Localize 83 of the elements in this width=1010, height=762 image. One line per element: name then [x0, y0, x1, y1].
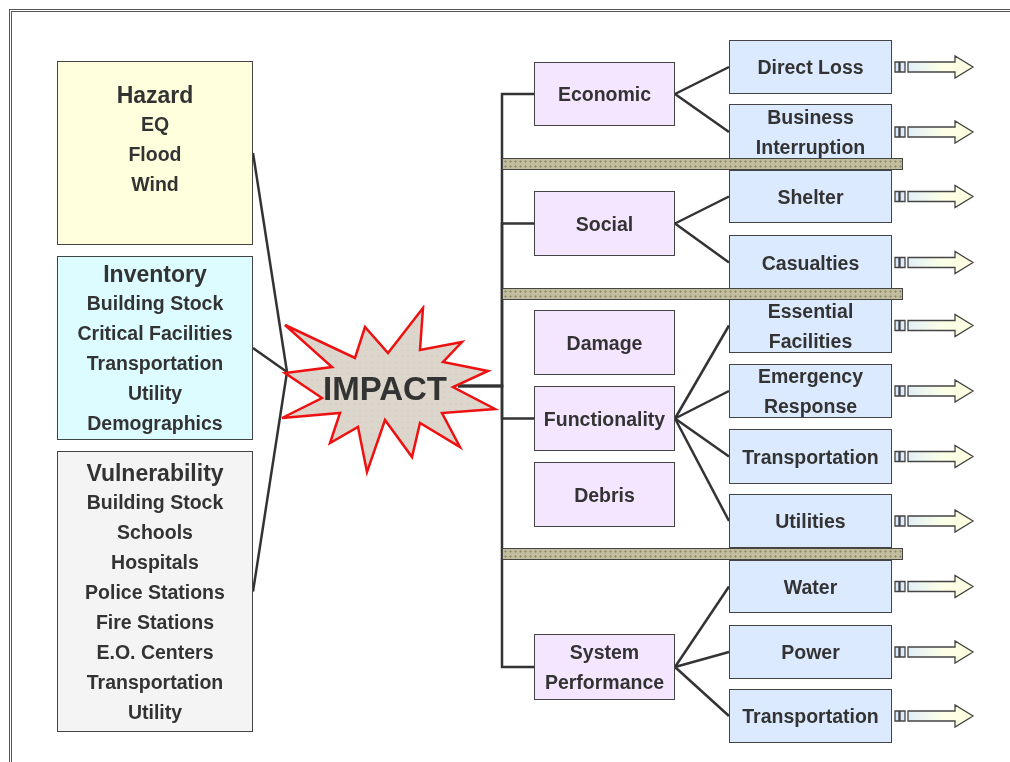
list-item: Fire Stations [95, 610, 215, 635]
box-label: Direct Loss [757, 55, 864, 80]
category-box [534, 462, 675, 527]
list-item: Building Stock [86, 291, 224, 316]
block-arrow [894, 184, 975, 209]
input-group-box [57, 61, 253, 245]
outcome-box [729, 235, 892, 290]
block-arrow [894, 54, 975, 80]
box-label: Transportation [742, 704, 879, 729]
group-heading: Hazard [116, 81, 194, 109]
block-arrow [894, 703, 975, 729]
connector-line [674, 389, 730, 420]
outcome-box [729, 429, 892, 484]
list-item: E.O. Centers [96, 640, 214, 665]
box-label: Functionality [543, 406, 666, 432]
block-arrow [894, 378, 975, 404]
box-label: Economic [557, 82, 652, 107]
outcome-box [729, 298, 892, 353]
connector-line [674, 195, 730, 225]
input-group-box [57, 256, 253, 440]
connector-line [674, 222, 730, 264]
box-label: System Performance [543, 640, 666, 695]
starburst-shape [280, 305, 500, 477]
box-label: Shelter [777, 184, 844, 210]
connector-line [673, 585, 731, 668]
block-arrow [894, 639, 975, 665]
list-item: Transportation [86, 670, 224, 695]
box-label: Business Interruption [754, 105, 867, 160]
block-arrow [894, 444, 975, 469]
outcome-box [729, 625, 892, 679]
outcome-box [729, 494, 892, 548]
impact-label: IMPACT [322, 369, 447, 410]
block-arrow [894, 574, 975, 599]
list-item: Schools [117, 520, 193, 545]
box-label: Power [781, 640, 840, 665]
list-item: Utility [127, 381, 183, 406]
box-label: Casualties [761, 250, 860, 276]
box-label: Utilities [775, 509, 846, 534]
category-box [534, 191, 675, 256]
box-label: Essential Facilities [766, 298, 855, 354]
category-box [534, 634, 675, 700]
connector-line [673, 324, 731, 420]
category-box [534, 62, 675, 126]
outcome-box [729, 104, 892, 160]
box-label: Debris [574, 482, 635, 508]
box-label: Emergency Response [756, 364, 865, 419]
connector-line [673, 417, 731, 522]
box-label: Social [575, 211, 634, 237]
list-item: Wind [131, 172, 179, 197]
connector-line [674, 65, 730, 96]
outcome-box [729, 689, 892, 743]
outcome-box [729, 40, 892, 94]
list-item: EQ [140, 112, 170, 137]
block-arrow [894, 119, 975, 145]
connector-line [251, 152, 289, 373]
category-box [534, 310, 675, 375]
list-item: Building Stock [86, 490, 224, 515]
group-heading: Inventory [103, 260, 207, 288]
block-arrow [894, 250, 975, 275]
outcome-box [729, 364, 892, 418]
block-arrow [894, 313, 975, 338]
connector-line [674, 650, 730, 669]
connector-line [674, 666, 730, 717]
list-item: Demographics [87, 411, 223, 436]
connector-line [252, 346, 288, 374]
block-arrow [894, 508, 975, 534]
connector-line [674, 417, 730, 458]
outcome-box [729, 170, 892, 223]
list-item: Utility [127, 700, 183, 725]
group-heading: Vulnerability [86, 459, 224, 487]
input-group-box [57, 451, 253, 732]
list-item: Transportation [86, 351, 224, 376]
box-label: Damage [566, 330, 643, 356]
category-box [534, 386, 675, 451]
list-item: Hospitals [111, 550, 199, 575]
connector-line [674, 92, 730, 134]
connector-line [458, 384, 534, 669]
list-item: Police Stations [85, 580, 225, 605]
list-item: Flood [128, 142, 182, 167]
list-item: Critical Facilities [77, 321, 233, 346]
box-label: Water [783, 574, 838, 600]
outcome-box [729, 560, 892, 613]
box-label: Transportation [742, 444, 879, 470]
